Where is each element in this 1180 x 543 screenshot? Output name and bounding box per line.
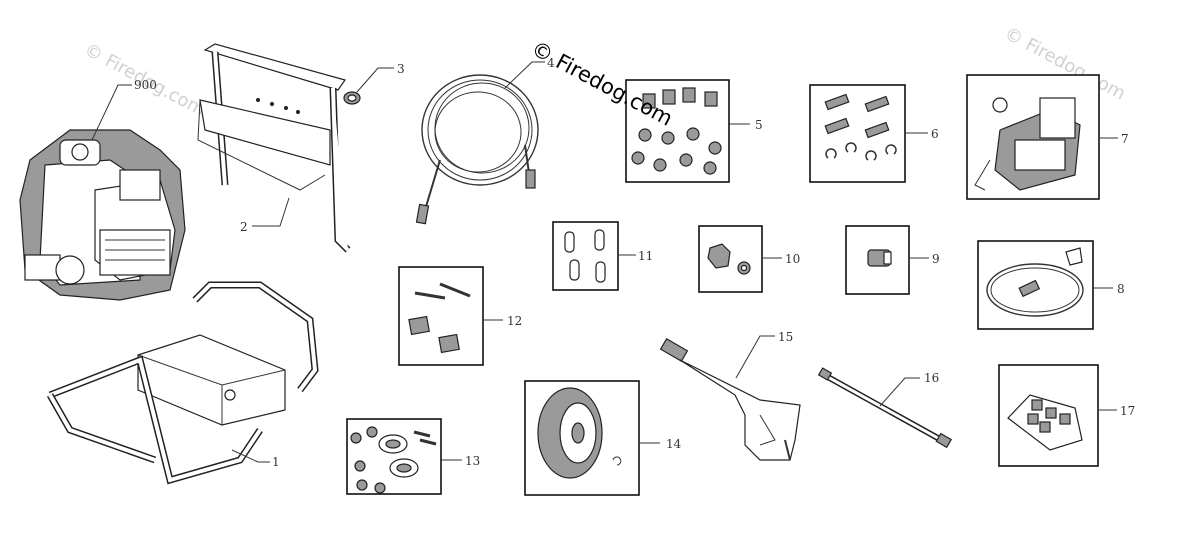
leader-16 <box>879 377 920 407</box>
callout-8: 8 <box>1117 282 1125 296</box>
bolt-kit-box[interactable] <box>809 84 906 183</box>
pump-box[interactable] <box>966 74 1100 200</box>
handle-hardware-box[interactable] <box>398 266 484 366</box>
callout-13: 13 <box>465 454 480 468</box>
callout-15: 15 <box>778 330 793 344</box>
nozzles-box[interactable] <box>998 364 1099 467</box>
callout-17: 17 <box>1120 404 1135 418</box>
engine-part[interactable] <box>19 129 186 301</box>
wheel-box[interactable] <box>524 380 640 496</box>
handle-frame-part[interactable] <box>197 43 351 253</box>
mount-kit-box[interactable] <box>625 79 730 183</box>
leader-4 <box>504 61 545 89</box>
grommet-part[interactable] <box>343 91 361 105</box>
pins-box[interactable] <box>552 221 619 291</box>
callout-5: 5 <box>755 118 763 132</box>
callout-16: 16 <box>924 371 939 385</box>
leader-15 <box>735 335 775 379</box>
leader-3 <box>356 67 394 93</box>
hose-part[interactable] <box>415 74 539 225</box>
gun-part[interactable] <box>659 337 801 461</box>
callout-12: 12 <box>507 314 522 328</box>
callout-10: 10 <box>785 252 800 266</box>
adapter-box[interactable] <box>698 225 763 293</box>
thermal-kit-box[interactable] <box>977 240 1094 330</box>
callout-3: 3 <box>397 62 405 76</box>
leader-1 <box>231 449 270 463</box>
callout-6: 6 <box>931 127 939 141</box>
base-frame-part[interactable] <box>46 281 319 485</box>
leader-2 <box>252 197 290 227</box>
callout-9: 9 <box>932 252 940 266</box>
callout-900: 900 <box>134 78 157 92</box>
axle-hardware-box[interactable] <box>346 418 442 495</box>
callout-1: 1 <box>272 455 280 469</box>
callout-4: 4 <box>547 56 555 70</box>
callout-14: 14 <box>666 437 682 451</box>
leader-900 <box>91 84 132 141</box>
wand-part[interactable] <box>817 367 953 449</box>
callout-2: 2 <box>240 220 248 234</box>
callout-7: 7 <box>1121 132 1129 146</box>
callout-11: 11 <box>638 249 653 263</box>
coupler-box[interactable] <box>845 225 910 295</box>
